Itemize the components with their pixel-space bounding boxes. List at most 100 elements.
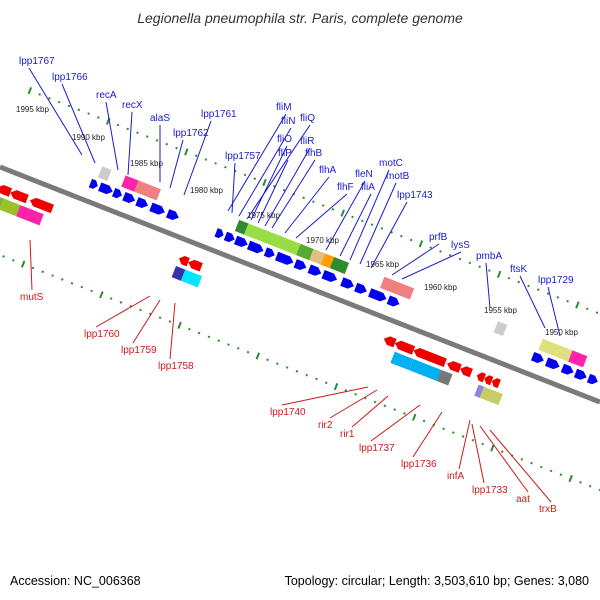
feature-block <box>16 205 44 226</box>
fwd-gene-arrow <box>354 282 367 294</box>
leader-line <box>246 124 311 220</box>
tick-mark <box>321 204 325 207</box>
leader-line <box>391 243 440 276</box>
forward-gene-label: recA <box>96 90 117 101</box>
scale-label: 1975 kbp <box>247 211 280 220</box>
scale-label: 1960 kbp <box>424 283 457 292</box>
feature-block <box>409 359 442 382</box>
tick-mark <box>448 253 452 257</box>
tick-mark <box>246 350 250 354</box>
rev-gene-arrow <box>178 255 190 267</box>
leader-line <box>264 147 311 227</box>
tick-mark <box>546 292 550 295</box>
fwd-gene-arrow <box>386 295 400 307</box>
tick-mark <box>70 281 74 285</box>
fwd-gene-arrow <box>307 264 322 276</box>
feature-block <box>380 276 415 300</box>
forward-gene-label: lpp1762 <box>173 128 209 139</box>
tick-mark <box>536 288 540 292</box>
reverse-gene-label: lpp1737 <box>359 443 395 454</box>
tick-mark <box>80 285 84 289</box>
tick-mark <box>540 465 543 469</box>
tick-mark <box>136 131 139 135</box>
leader-line <box>349 169 390 261</box>
tick-mark <box>559 473 563 476</box>
feature-block <box>568 350 588 368</box>
tick-mark <box>383 404 387 408</box>
tick-mark <box>556 296 560 299</box>
tick-mark <box>517 280 521 284</box>
leader-line <box>250 145 288 221</box>
leader-line <box>231 162 236 214</box>
tick-mark <box>148 312 152 316</box>
feature-block <box>538 338 573 362</box>
leader-line <box>489 429 552 503</box>
tick-mark <box>312 200 315 203</box>
feature-block <box>296 243 314 261</box>
tick-mark <box>266 358 269 362</box>
fwd-gene-arrow <box>223 231 235 243</box>
tick-mark <box>403 412 406 415</box>
tick-mark <box>57 100 61 104</box>
fwd-gene-arrow <box>368 288 387 302</box>
leader-line <box>458 419 471 470</box>
rev-gene-arrow <box>413 348 447 367</box>
tick-mark <box>99 291 104 299</box>
reverse-gene-label: lpp1736 <box>401 459 437 470</box>
reverse-gene-label: lpp1760 <box>84 329 120 340</box>
feature-block <box>390 351 414 371</box>
scale-label: 1965 kbp <box>366 260 399 269</box>
tick-mark <box>20 260 26 268</box>
tick-mark <box>302 196 305 200</box>
tick-mark <box>27 87 33 95</box>
tick-mark <box>41 270 45 274</box>
tick-mark <box>204 158 208 161</box>
forward-gene-label: prfB <box>429 232 448 243</box>
inner-tick-track <box>2 255 600 492</box>
tick-mark <box>77 108 81 112</box>
leader-line <box>479 425 529 493</box>
leader-line <box>359 182 397 265</box>
tick-mark <box>197 331 201 335</box>
tick-mark <box>575 301 580 309</box>
tick-mark <box>194 154 198 158</box>
tick-mark <box>400 234 403 238</box>
tick-mark <box>520 458 524 461</box>
tick-mark <box>60 278 64 281</box>
scale-label: 1990 kbp <box>72 133 105 142</box>
fwd-gene-arrow <box>233 235 248 248</box>
reverse-gene-label: infA <box>447 471 465 482</box>
leader-line <box>329 389 378 419</box>
feature-block <box>244 223 301 256</box>
tick-mark <box>429 246 433 249</box>
tick-mark <box>507 276 511 280</box>
forward-gene-label: alaS <box>150 113 170 124</box>
forward-gene-label: lpp1761 <box>201 109 237 120</box>
leader-line <box>271 159 316 229</box>
leader-line <box>127 111 133 176</box>
fwd-gene-arrow <box>149 202 165 215</box>
leader-line <box>28 67 83 156</box>
fwd-gene-arrow <box>340 277 354 289</box>
leader-line <box>281 386 369 406</box>
tick-mark <box>527 284 530 288</box>
feature-block <box>0 198 21 217</box>
feature-block <box>171 266 186 281</box>
reverse-gene-label: trxB <box>539 504 557 515</box>
tick-mark <box>333 383 339 391</box>
forward-gene-label: recX <box>122 100 143 111</box>
tick-mark <box>184 148 189 156</box>
leader-line <box>412 411 443 458</box>
tick-mark <box>324 381 328 385</box>
leader-line <box>471 423 485 484</box>
tick-mark <box>390 231 393 234</box>
rev-gene-arrow <box>10 190 29 204</box>
rev-gene-arrow <box>0 185 13 197</box>
tick-mark <box>566 299 569 303</box>
tick-mark <box>579 481 582 484</box>
leader-line <box>227 113 287 212</box>
tick-mark <box>214 162 217 165</box>
tick-mark <box>595 311 599 314</box>
